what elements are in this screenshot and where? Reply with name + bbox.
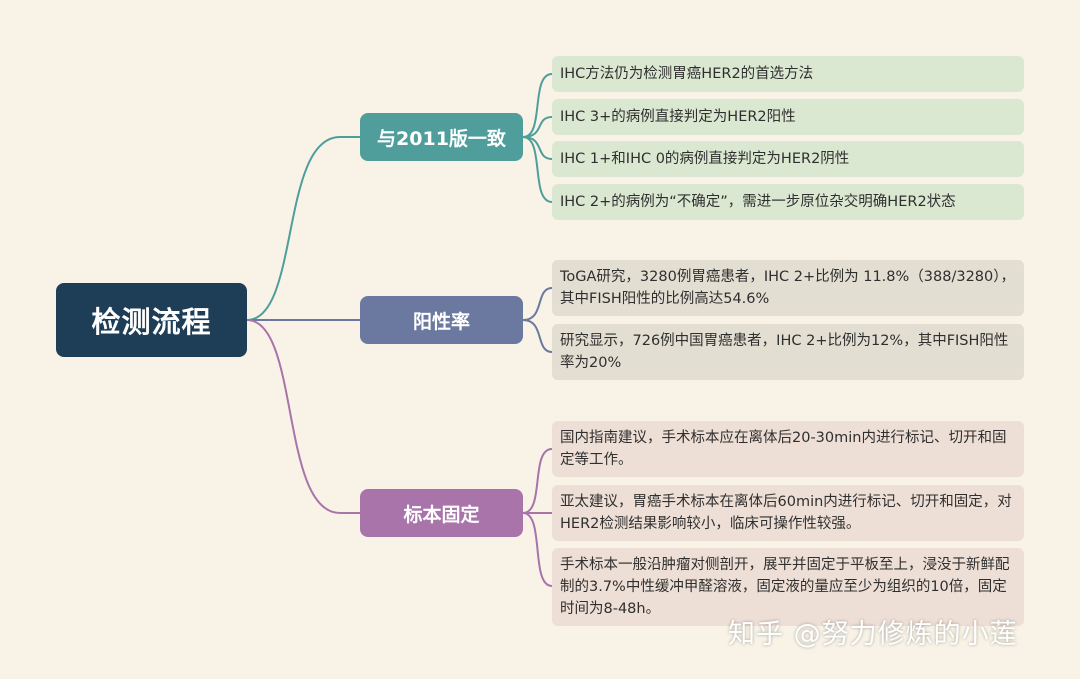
- watermark: 知乎 @努力修炼的小莲: [728, 619, 1018, 650]
- branch-node-consistent-2011: 与2011版一致: [360, 113, 523, 161]
- connectors-branch-2: [522, 287, 553, 353]
- leaf-node: IHC方法仍为检测胃癌HER2的首选方法: [552, 56, 1024, 92]
- connector-root-branch-3: [246, 319, 360, 514]
- leaf-node: 国内指南建议，手术标本应在离体后20-30min内进行标记、切开和固定等工作。: [552, 421, 1024, 477]
- leaf-node: IHC 2+的病例为“不确定”，需进一步原位杂交明确HER2状态: [552, 184, 1024, 220]
- branch-node-positive-rate: 阳性率: [360, 296, 523, 344]
- leaf-node: IHC 3+的病例直接判定为HER2阳性: [552, 99, 1024, 135]
- connector-root-branch-1: [246, 136, 360, 321]
- leaf-node: IHC 1+和IHC 0的病例直接判定为HER2阴性: [552, 141, 1024, 177]
- leaf-node: 手术标本一般沿肿瘤对侧剖开，展平并固定于平板至上，浸没于新鲜配制的3.7%中性缓…: [552, 548, 1024, 626]
- connectors-branch-3: [522, 448, 553, 587]
- leaf-node: ToGA研究，3280例胃癌患者，IHC 2+比例为 11.8%（388/328…: [552, 260, 1024, 316]
- leaf-node: 亚太建议，胃癌手术标本在离体后60min内进行标记、切开和固定，对HER2检测结…: [552, 485, 1024, 541]
- branch-node-specimen-fixation: 标本固定: [360, 489, 523, 537]
- root-node: 检测流程: [56, 283, 247, 357]
- connectors-branch-1: [522, 73, 553, 203]
- leaf-node: 研究显示，726例中国胃癌患者，IHC 2+比例为12%，其中FISH阳性率为2…: [552, 324, 1024, 380]
